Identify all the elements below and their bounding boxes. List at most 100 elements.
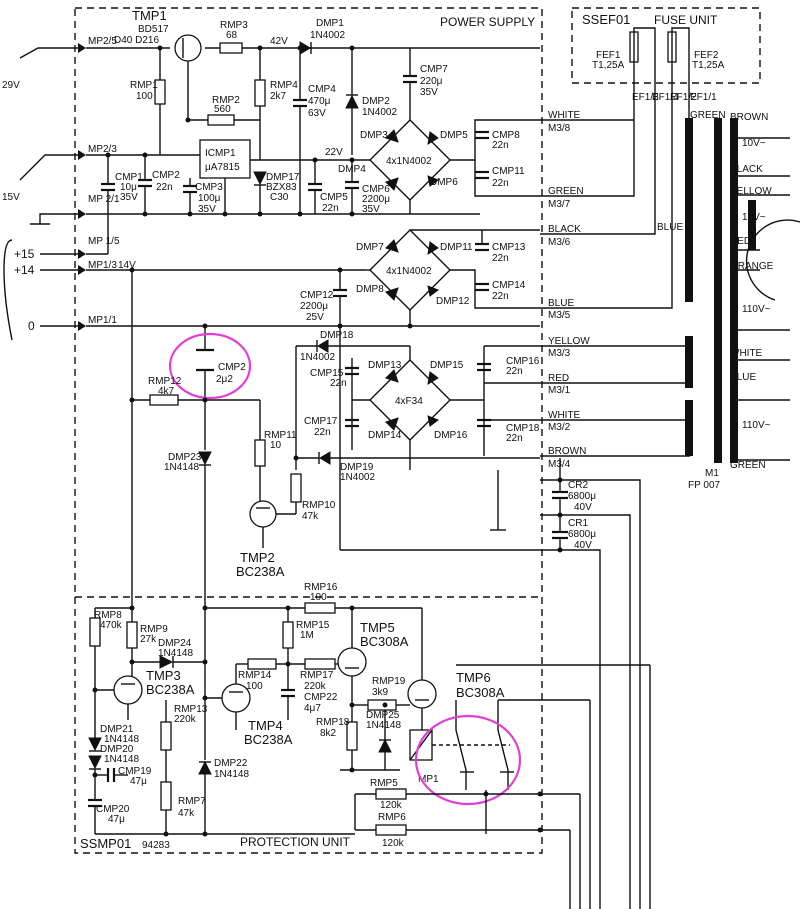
svg-text:4k7: 4k7 <box>158 386 175 397</box>
capacitor-cmp13: CMP13 22n <box>475 230 526 264</box>
pin-mp1-1: 0 MP1/1 <box>28 315 117 333</box>
svg-text:M3/3: M3/3 <box>548 348 571 359</box>
resistor-rmp12: RMP12 4k7 <box>132 376 260 406</box>
resistor-rmp9: RMP9 27k <box>126 621 168 649</box>
diode-dmp18: DMP18 1N4002 <box>296 330 410 363</box>
svg-text:BC308A: BC308A <box>360 634 409 649</box>
resistor-rmp8: RMP8 470k <box>89 607 132 738</box>
capacitor-cmp14: CMP14 22n <box>475 280 526 302</box>
diode-dmp25: DMP25 1N4148 <box>366 710 401 770</box>
fuse-pin-1: EF1/3 <box>632 92 659 103</box>
svg-text:DMP23: DMP23 <box>168 452 202 463</box>
svg-text:TMP4: TMP4 <box>248 718 283 733</box>
svg-text:1M: 1M <box>300 630 314 641</box>
svg-text:4x1N4002: 4x1N4002 <box>386 156 432 167</box>
capacitor-cmp5: CMP5 22n <box>308 160 348 214</box>
svg-text:35V: 35V <box>198 204 216 215</box>
svg-text:μA7815: μA7815 <box>205 162 240 173</box>
connector-m3-3: YELLOW M3/3 <box>540 336 690 359</box>
svg-text:DMP24: DMP24 <box>158 638 192 649</box>
svg-text:6800μ: 6800μ <box>568 491 596 502</box>
svg-text:1N4002: 1N4002 <box>310 30 345 41</box>
capacitor-cmp8: CMP8 22n <box>475 130 520 151</box>
svg-text:29V: 29V <box>2 80 20 91</box>
svg-text:GREEN: GREEN <box>690 110 726 121</box>
svg-text:110V~: 110V~ <box>742 304 771 315</box>
svg-text:220k: 220k <box>174 714 197 725</box>
svg-text:TMP2: TMP2 <box>240 550 275 565</box>
svg-text:DMP22: DMP22 <box>214 758 248 769</box>
svg-text:BZX83: BZX83 <box>266 182 297 193</box>
svg-text:DMP1: DMP1 <box>316 18 344 29</box>
svg-text:WHITE: WHITE <box>548 110 581 121</box>
svg-text:M3/7: M3/7 <box>548 199 571 210</box>
rail-42v: 42V <box>270 36 288 47</box>
svg-text:TMP1: TMP1 <box>132 8 167 23</box>
svg-text:560: 560 <box>214 104 231 115</box>
svg-text:BC238A: BC238A <box>146 682 195 697</box>
svg-text:10: 10 <box>270 440 282 451</box>
svg-text:10V~: 10V~ <box>742 138 766 149</box>
capacitor-cmp18: CMP18 22n <box>477 418 540 444</box>
svg-text:MP 1/5: MP 1/5 <box>88 236 120 247</box>
svg-text:CMP3: CMP3 <box>195 182 223 193</box>
svg-text:CR1: CR1 <box>568 518 588 529</box>
diode-dmp20: DMP20 1N4148 <box>88 744 139 800</box>
svg-text:CMP7: CMP7 <box>420 64 448 75</box>
svg-text:M1: M1 <box>705 468 719 479</box>
svg-text:1N4002: 1N4002 <box>362 107 397 118</box>
resistor-rmp2: RMP2 560 <box>187 82 260 126</box>
svg-text:CMP16: CMP16 <box>506 356 540 367</box>
svg-text:22n: 22n <box>330 378 347 389</box>
svg-text:3k9: 3k9 <box>372 687 389 698</box>
svg-text:+14: +14 <box>14 263 35 277</box>
connector-m3-5: BLUE M3/5 <box>540 120 673 321</box>
svg-text:DMP14: DMP14 <box>368 430 402 441</box>
svg-text:BLACK: BLACK <box>548 224 581 235</box>
svg-text:DMP15: DMP15 <box>430 360 464 371</box>
capacitor-cmp11: CMP11 22n <box>475 166 525 189</box>
svg-text:100μ: 100μ <box>198 193 221 204</box>
svg-text:CMP17: CMP17 <box>304 416 338 427</box>
connector-m3-6: BLACK M3/6 <box>540 224 656 248</box>
svg-text:1N4002: 1N4002 <box>300 352 335 363</box>
svg-text:DMP4: DMP4 <box>338 164 366 175</box>
svg-text:40V: 40V <box>574 540 592 551</box>
svg-text:27k: 27k <box>140 634 157 645</box>
svg-text:470μ: 470μ <box>308 96 331 107</box>
svg-text:BLACK: BLACK <box>730 164 763 175</box>
transistor-tmp6: TMP6 BC308A <box>407 608 505 730</box>
svg-text:RMP2: RMP2 <box>212 95 240 106</box>
svg-text:C30: C30 <box>270 192 289 203</box>
zener-dmp17: DMP17 BZX83 C30 <box>253 171 300 214</box>
svg-text:47k: 47k <box>302 511 319 522</box>
svg-text:RMP9: RMP9 <box>140 624 168 635</box>
svg-text:22n: 22n <box>492 178 509 189</box>
svg-text:TMP6: TMP6 <box>456 670 491 685</box>
svg-text:BC238A: BC238A <box>244 732 293 747</box>
diode-dmp21: DMP21 1N4148 <box>88 724 139 752</box>
resistor-rmp10: RMP10 47k <box>290 473 336 522</box>
protection-unit-code: 94283 <box>142 840 170 851</box>
diode-dmp24: DMP24 1N4148 <box>132 638 205 669</box>
diode-dmp19: DMP19 1N4002 <box>296 451 540 483</box>
svg-text:10μ: 10μ <box>120 182 137 193</box>
svg-text:2k7: 2k7 <box>270 91 287 102</box>
svg-text:22n: 22n <box>506 433 523 444</box>
svg-text:MP1/1: MP1/1 <box>88 315 117 326</box>
svg-text:RMP5: RMP5 <box>370 778 398 789</box>
svg-text:CMP2: CMP2 <box>218 362 246 373</box>
svg-text:4x1N4002: 4x1N4002 <box>386 266 432 277</box>
pin-mp2-1: MP 2/1 <box>30 194 120 225</box>
capacitor-cmp6: CMP6 2200μ 35V <box>345 160 390 215</box>
svg-text:RMP6: RMP6 <box>378 812 406 823</box>
bridge-rectifier-2: 4x1N4002 DMP7 DMP8 DMP11 DMP12 <box>356 229 473 311</box>
svg-text:22n: 22n <box>314 427 331 438</box>
capacitor-cr2: CR2 6800μ 40V <box>552 458 596 522</box>
rail-14v: 14V <box>118 260 136 271</box>
svg-text:CMP2: CMP2 <box>152 170 180 181</box>
bridge-rectifier-1: 4x1N4002 DMP3 DMP4 DMP5 DMP6 <box>338 119 468 201</box>
svg-text:22n: 22n <box>506 366 523 377</box>
svg-text:FP 007: FP 007 <box>688 480 720 491</box>
